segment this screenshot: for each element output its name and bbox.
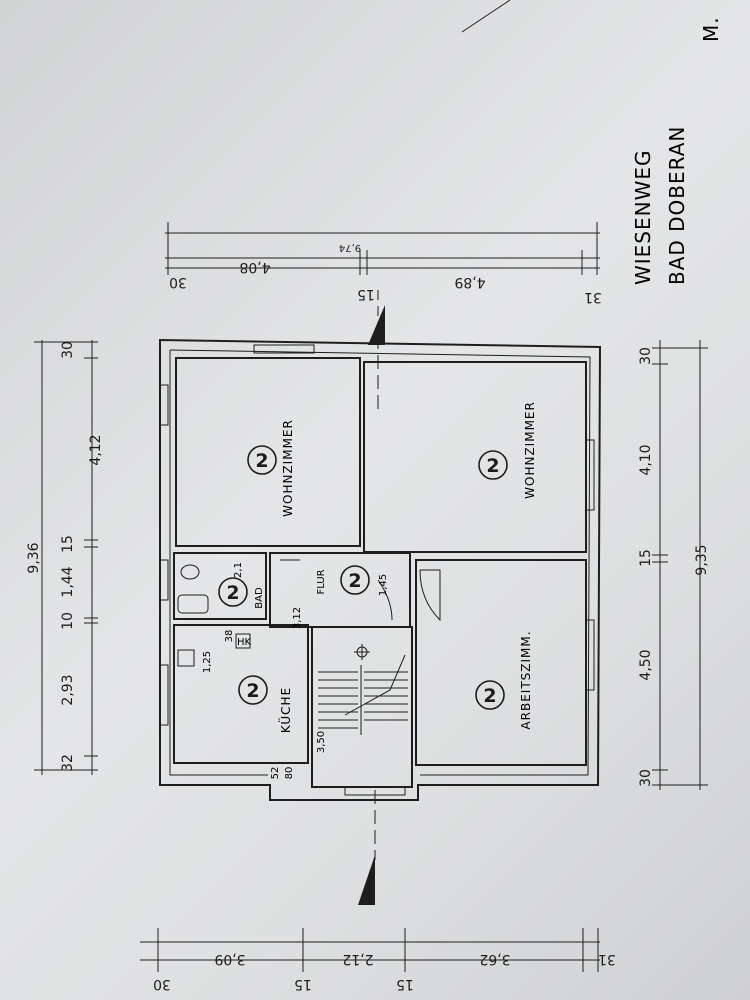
dim-left-r1-0: 31: [598, 951, 616, 967]
room-labels: WOHNZIMMER 2 WOHNZIMMER 2 2 BAD 2,1 2 FL…: [218, 401, 537, 733]
dim-top-seg-3: 1,44: [60, 566, 76, 597]
dim-right-r1-2: 15: [357, 286, 375, 302]
title-line1: WIESENWEG: [631, 149, 655, 285]
room-number-circle: [238, 675, 268, 705]
section-arrow-bottom: [358, 855, 375, 905]
label-wohnzimmer-left: WOHNZIMMER: [281, 419, 295, 517]
room-number-kueche: 2: [246, 680, 259, 702]
dim-top-seg-6: 30: [60, 341, 76, 359]
dim-bottom-seg-1: 4,50: [638, 649, 654, 680]
dim-left-r2-0: 2,12: [342, 951, 373, 967]
window-right-2: [585, 619, 595, 691]
room-number-circle: [478, 450, 508, 480]
dim-left-r2-3: 30: [153, 976, 171, 992]
staircase: [318, 644, 408, 735]
dim-left-r2-1: 15: [294, 976, 312, 992]
dim-right-r2-1: 31: [584, 289, 602, 305]
dim-top-seg-1: 2,93: [60, 674, 76, 705]
room-number-circle: [340, 565, 370, 595]
dim-top-total: 9,36: [26, 542, 42, 573]
dim-top-seg-2: 10: [60, 612, 76, 630]
label-wohnzimmer-right: WOHNZIMMER: [523, 401, 537, 499]
kitchen-sink: [177, 649, 195, 667]
label-arbeitszimmer: ARBEITSZIMM.: [519, 630, 533, 729]
section-markers: [358, 290, 385, 905]
dim-right-total: 9,74: [339, 242, 361, 253]
dim-top-seg-5: 4,12: [88, 434, 104, 465]
dim-chain-right: 9,74 30 4,08 15 4,89 31: [165, 222, 602, 305]
room-number-circle: [218, 577, 248, 607]
dim-bottom-seg-2: 15: [638, 549, 654, 567]
window-top-1: [253, 344, 315, 354]
floor-plan-walls: [159, 338, 602, 801]
bathtub: [177, 594, 209, 614]
window-bottom-1: [344, 786, 406, 796]
dim-left-r2-2: 3,09: [214, 951, 245, 967]
dim-right-r2-0: 4,89: [454, 274, 485, 290]
dim-right-r1-1: 4,08: [239, 259, 270, 275]
room-number-bad: 2: [226, 582, 239, 604]
dim-chain-left: 31 3,62 15 2,12 15 3,09 30: [140, 928, 616, 992]
section-arrow-top: [368, 305, 385, 345]
plan-annotations: HK 1,25 38 52 80 3,12 3,50: [202, 607, 327, 780]
dim-right-r1-0: 30: [169, 274, 187, 290]
dim-left-r1-1: 3,62: [479, 951, 510, 967]
dim-bad: 2,1: [233, 562, 244, 578]
room-number-flur: 2: [348, 570, 361, 592]
window-left-3: [159, 664, 169, 726]
annot-52: 52: [270, 767, 281, 780]
annot-38: 38: [224, 630, 235, 643]
hk-box: [235, 633, 251, 649]
dim-chain-top: 9,36 32 2,93 10 1,44 15 4,12 30: [26, 340, 104, 775]
title-line2: BAD DOBERAN: [665, 126, 689, 285]
annot-80: 80: [284, 767, 295, 780]
title-corner: M.: [699, 16, 723, 42]
dim-flur: 1,45: [378, 574, 389, 596]
room-number-wohnzimmer-left: 2: [255, 450, 268, 472]
dim-left-r1-2: 15: [396, 976, 414, 992]
cut-line: [461, 0, 511, 33]
room-number-arbeitszimmer: 2: [483, 685, 496, 707]
dim-bottom-seg-3: 4,10: [638, 444, 654, 475]
window-left-2: [159, 559, 169, 601]
dim-bottom-seg-0: 30: [638, 769, 654, 787]
label-kueche: KÜCHE: [277, 687, 293, 733]
label-bad: BAD: [254, 587, 265, 609]
dim-bottom-total: 9,35: [694, 544, 710, 575]
annot-350: 3,50: [316, 731, 327, 753]
title-block: WIESENWEG BAD DOBERAN M.: [631, 16, 723, 285]
annot-k-125: 1,25: [202, 651, 213, 673]
label-flur: FLUR: [316, 569, 327, 594]
annot-hk: HK: [237, 637, 252, 648]
dim-top-seg-4: 15: [60, 535, 76, 553]
room-number-wohnzimmer-right: 2: [486, 455, 499, 477]
annot-312: 3,12: [292, 607, 303, 629]
dim-bottom-seg-4: 30: [638, 347, 654, 365]
dim-chain-bottom: 9,35 30 4,50 15 4,10 30: [638, 340, 710, 790]
window-left-1: [159, 384, 169, 426]
toilet: [180, 564, 200, 580]
window-right-1: [585, 439, 595, 511]
dim-top-seg-0: 32: [60, 754, 76, 772]
room-number-circle: [247, 445, 277, 475]
room-number-circle: [475, 680, 505, 710]
